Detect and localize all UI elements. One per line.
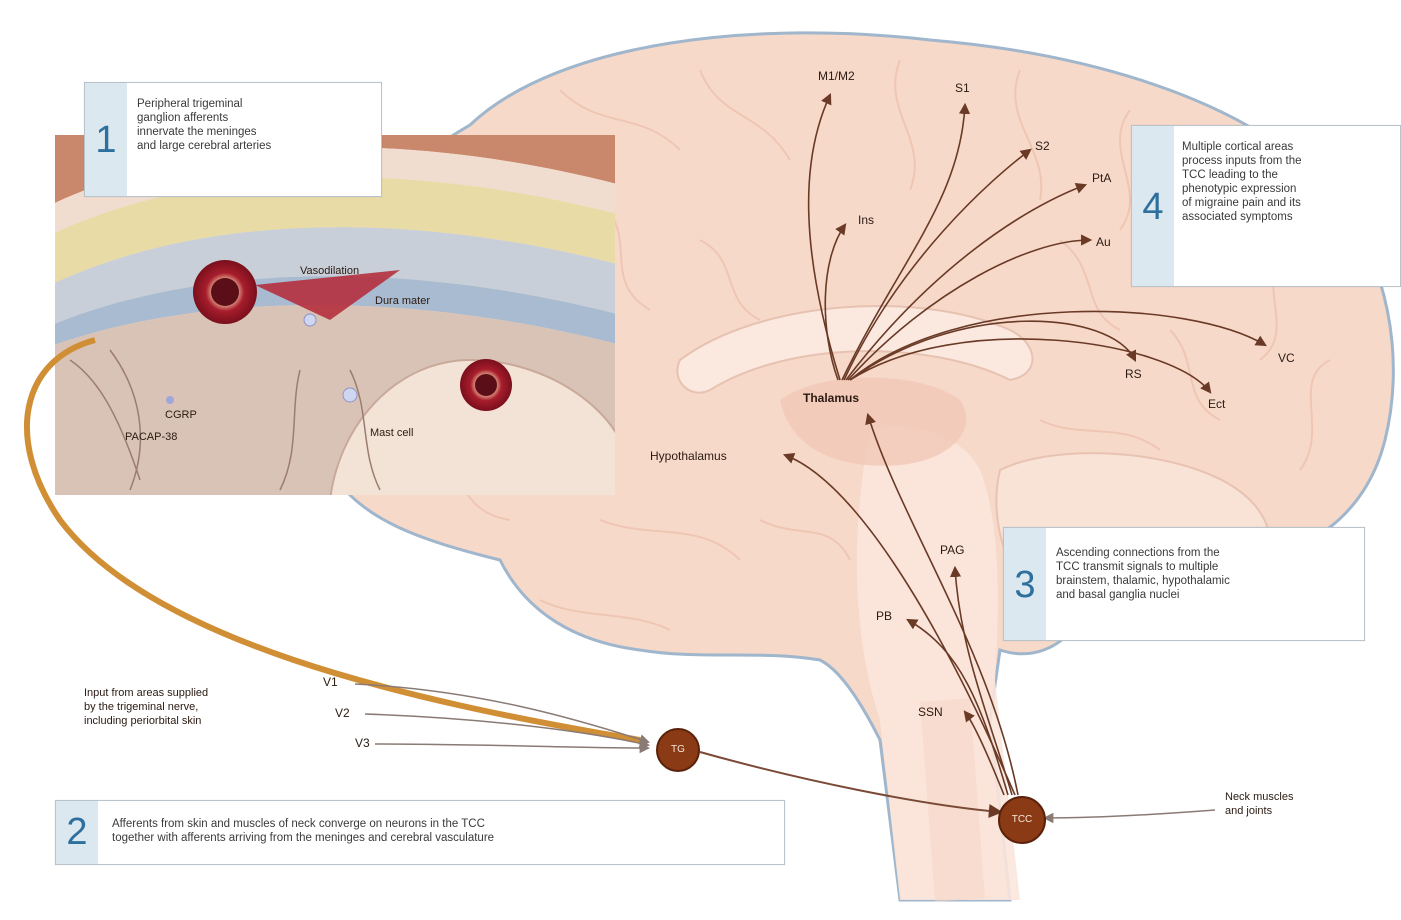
box-3-text: Ascending connections from the TCC trans… bbox=[1056, 546, 1230, 602]
box-1-number: 1 bbox=[85, 121, 127, 159]
label-ins: Ins bbox=[858, 214, 874, 226]
label-neck-muscles: Neck muscles and joints bbox=[1225, 790, 1293, 818]
label-pacap: PACAP-38 bbox=[125, 432, 177, 443]
label-v2: V2 bbox=[335, 707, 350, 719]
box-3: 3 Ascending connections from the TCC tra… bbox=[1003, 527, 1365, 641]
label-v1: V1 bbox=[323, 676, 338, 688]
tcc-label: TCC bbox=[1012, 814, 1033, 825]
box-4-number: 4 bbox=[1132, 188, 1174, 226]
label-dura-mater: Dura mater bbox=[375, 296, 430, 307]
label-ect: Ect bbox=[1208, 398, 1225, 410]
label-vasodilation: Vasodilation bbox=[300, 266, 359, 277]
label-ssn: SSN bbox=[918, 706, 943, 718]
box-2-text: Afferents from skin and muscles of neck … bbox=[112, 817, 494, 845]
label-au: Au bbox=[1096, 236, 1111, 248]
box-1: 1 Peripheral trigeminal ganglion afferen… bbox=[84, 82, 382, 197]
label-input-areas: Input from areas supplied by the trigemi… bbox=[84, 686, 208, 728]
tcc-node: TCC bbox=[998, 796, 1046, 844]
neck-input-path bbox=[1045, 810, 1215, 818]
label-vc: VC bbox=[1278, 352, 1295, 364]
label-pb: PB bbox=[876, 610, 892, 622]
tg-node: TG bbox=[656, 728, 700, 772]
label-mast-cell: Mast cell bbox=[370, 428, 413, 439]
label-thalamus: Thalamus bbox=[803, 392, 859, 404]
label-v3: V3 bbox=[355, 737, 370, 749]
label-m1m2: M1/M2 bbox=[818, 70, 855, 82]
box-3-number: 3 bbox=[1004, 566, 1046, 604]
label-s1: S1 bbox=[955, 82, 970, 94]
box-2: 2 Afferents from skin and muscles of nec… bbox=[55, 800, 785, 865]
box-2-number: 2 bbox=[56, 813, 98, 851]
label-rs: RS bbox=[1125, 368, 1142, 380]
label-cgrp: CGRP bbox=[165, 410, 197, 421]
box-4-text: Multiple cortical areas process inputs f… bbox=[1182, 140, 1302, 224]
label-pag: PAG bbox=[940, 544, 964, 556]
label-hypothalamus: Hypothalamus bbox=[650, 450, 727, 462]
box-4: 4 Multiple cortical areas process inputs… bbox=[1131, 125, 1401, 287]
label-pta: PtA bbox=[1092, 172, 1111, 184]
box-1-text: Peripheral trigeminal ganglion afferents… bbox=[137, 97, 271, 153]
label-s2: S2 bbox=[1035, 140, 1050, 152]
tg-label: TG bbox=[671, 744, 685, 755]
